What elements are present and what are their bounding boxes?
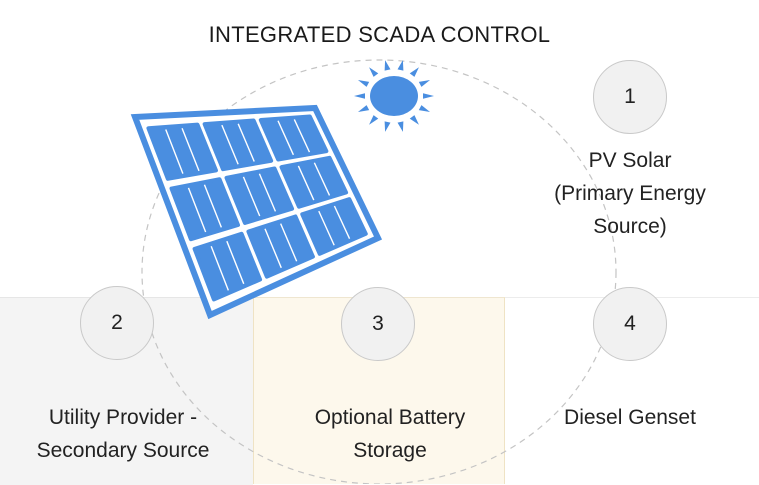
sun-ray: [409, 67, 419, 77]
solar-cell-line: [277, 120, 295, 156]
sun-ray: [384, 60, 391, 71]
solar-cell-line: [333, 205, 351, 239]
step-1-label: PV Solar (Primary Energy Source): [530, 144, 730, 243]
step-4-label-line: Diesel Genset: [564, 406, 696, 429]
sun-ray: [418, 105, 431, 112]
step-2-number-circle: 2: [80, 286, 154, 360]
solar-cell-line: [258, 173, 277, 212]
solar-cell-line: [297, 165, 315, 201]
step-1-label-line: PV Solar: [588, 149, 672, 172]
diagram-title: INTEGRATED SCADA CONTROL: [208, 22, 551, 47]
solar-cell-line: [242, 176, 261, 217]
step-3-label-line: Storage: [353, 439, 427, 462]
solar-cell: [224, 166, 295, 225]
solar-cell-line: [221, 124, 239, 165]
step-4-label: Diesel Genset: [530, 401, 730, 434]
solar-cell-line: [181, 127, 200, 172]
sun-ray: [369, 67, 379, 77]
step-1-number: 1: [624, 85, 636, 108]
sun-ray: [423, 93, 434, 99]
sun-ray: [397, 121, 404, 132]
sun-ray: [418, 80, 431, 87]
solar-cell-line: [313, 162, 331, 196]
sun-ray: [354, 93, 365, 99]
solar-cell: [279, 155, 349, 209]
step-4-number-circle: 4: [593, 287, 667, 361]
step-3-label: Optional Battery Storage: [265, 401, 515, 467]
solar-cell-line: [165, 129, 184, 174]
solar-cell-line: [226, 240, 245, 285]
step-2-label-line: Secondary Source: [36, 439, 210, 462]
solar-cell: [300, 197, 368, 256]
step-3-label-line: Optional Battery: [314, 406, 466, 429]
solar-cell-line: [237, 123, 255, 162]
solar-cell-line: [187, 187, 207, 233]
solar-cell-line: [210, 246, 230, 291]
sun-ray: [357, 105, 370, 112]
solar-cell-line: [318, 210, 335, 246]
step-4-number: 4: [624, 312, 636, 335]
step-2-label-line: Utility Provider -: [48, 406, 198, 429]
step-3-number: 3: [372, 312, 384, 335]
sun-ray: [409, 115, 419, 125]
step-2-number: 2: [111, 311, 123, 334]
step-1-number-circle: 1: [593, 60, 667, 134]
solar-cell: [202, 118, 274, 172]
step-2-label: Utility Provider - Secondary Source: [8, 401, 238, 467]
sun-ray: [384, 121, 391, 132]
step-1-label-line: (Primary Energy: [554, 182, 706, 205]
solar-cell: [258, 114, 329, 162]
sun-ray: [357, 80, 370, 87]
solar-cell: [246, 214, 315, 279]
sun-ray: [369, 115, 379, 125]
solar-cell: [169, 177, 241, 242]
step-3-number-circle: 3: [341, 287, 415, 361]
orbit-ring: [141, 59, 617, 484]
step-1-label-line: Source): [593, 215, 667, 238]
solar-cell: [146, 122, 218, 181]
solar-cell-line: [293, 119, 311, 153]
sun-icon: [354, 60, 434, 132]
solar-cell-line: [279, 223, 298, 262]
sun-ray: [397, 60, 404, 71]
solar-panel-icon: [130, 104, 383, 320]
solar-cell-line: [203, 184, 223, 228]
solar-cell-line: [264, 228, 282, 269]
